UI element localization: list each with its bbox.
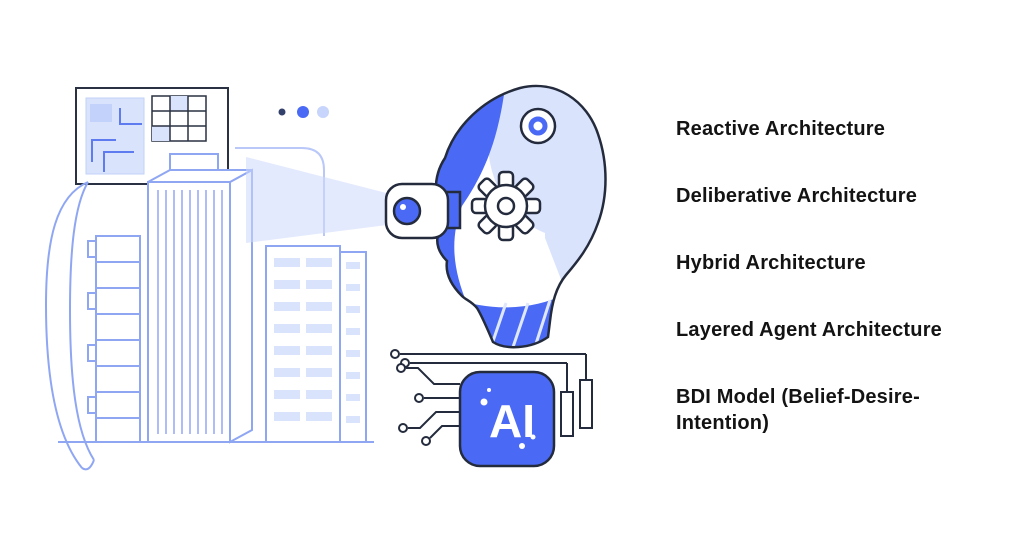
gear-icon <box>470 170 542 242</box>
list-item-label: Layered Agent Architecture <box>676 319 943 341</box>
vision-beam <box>246 157 402 243</box>
list-item-label: Deliberative Architecture <box>676 185 918 207</box>
ai-robot-illustration: AI <box>44 84 607 471</box>
list-item-hybrid: Hybrid Architecture <box>676 250 954 276</box>
list-item-layered: Layered Agent Architecture <box>676 317 954 343</box>
list-item-reactive: Reactive Architecture <box>676 116 954 142</box>
architecture-list: Reactive Architecture Deliberative Archi… <box>676 116 954 436</box>
ai-chip-label: AI <box>489 395 535 447</box>
backdrop-outline <box>235 147 325 236</box>
list-item-label: Reactive Architecture <box>676 118 886 140</box>
rolled-blueprint-icon <box>44 181 95 471</box>
blueprint-icon <box>75 87 229 185</box>
buildings-icon <box>58 153 374 444</box>
list-item-label: BDI Model (Belief-Desire-Intention) <box>676 386 920 434</box>
list-item-deliberative: Deliberative Architecture <box>676 183 954 209</box>
progress-dots-icon <box>278 106 329 118</box>
circuit-traces-icon <box>390 349 593 446</box>
illustration-svg: AI <box>44 84 607 471</box>
list-item-bdi: BDI Model (Belief-Desire-Intention) <box>676 384 954 436</box>
list-item-label: Hybrid Architecture <box>676 252 866 274</box>
ai-chip-icon: AI <box>458 370 556 468</box>
vr-goggles-icon <box>384 182 462 240</box>
head-camera-icon <box>519 107 557 145</box>
